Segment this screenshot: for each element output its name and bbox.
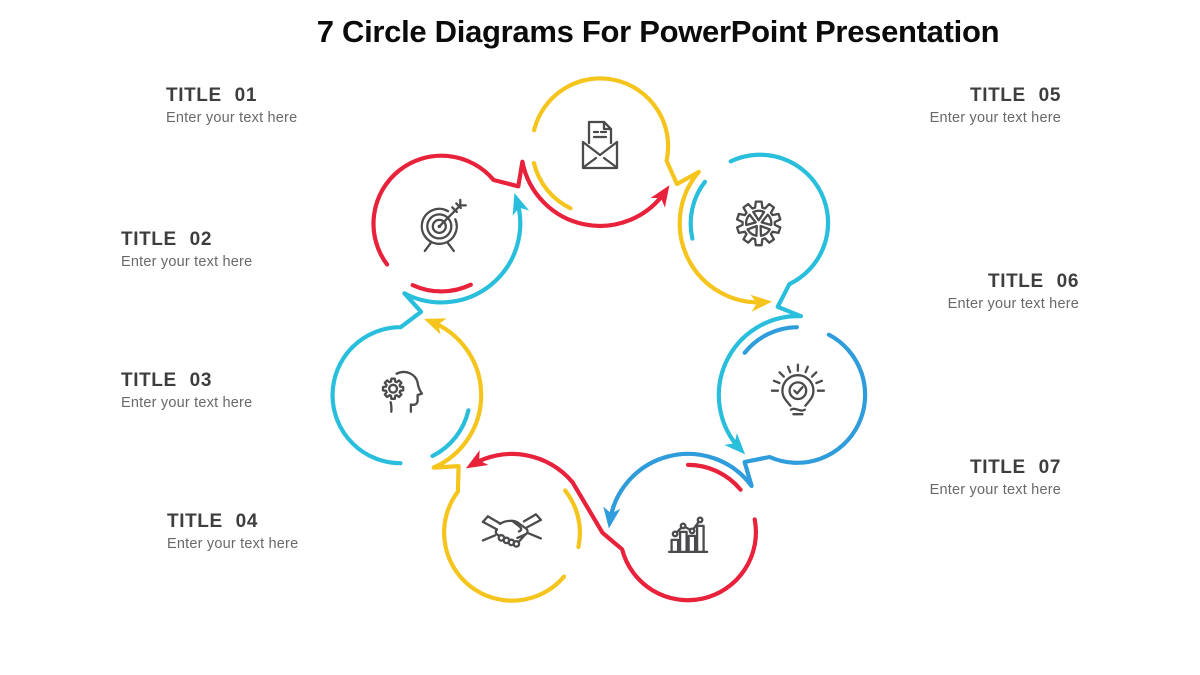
- label-title-01-placeholder: Enter your text here: [166, 109, 298, 126]
- circle-left-arc: [430, 408, 471, 459]
- connector-top-right-to-right[interactable]: [716, 152, 831, 455]
- circle-bottom-right-arc: [686, 462, 743, 492]
- label-title-06-placeholder: Enter your text here: [947, 295, 1079, 312]
- connector-bottom-to-left[interactable]: [423, 318, 567, 603]
- connector-top-left-to-top[interactable]: [371, 153, 670, 267]
- label-title-02-placeholder: Enter your text here: [121, 253, 253, 270]
- label-title-01-heading: TITLE 01: [166, 85, 257, 106]
- label-title-03[interactable]: TITLE 03 Enter your text here: [121, 370, 253, 412]
- label-title-01[interactable]: TITLE 01 Enter your text here: [166, 85, 298, 127]
- label-title-07-heading: TITLE 07: [970, 457, 1061, 478]
- label-title-05-heading: TITLE 05: [970, 85, 1061, 106]
- label-title-07[interactable]: TITLE 07 Enter your text here: [929, 457, 1061, 499]
- circle-right-arc: [742, 325, 799, 355]
- circle-bottom[interactable]: [423, 318, 582, 603]
- handshake-icon: [481, 513, 543, 548]
- label-title-07-placeholder: Enter your text here: [929, 481, 1061, 498]
- circle-bottom-arc: [563, 488, 582, 550]
- label-title-02[interactable]: TITLE 02 Enter your text here: [121, 229, 253, 271]
- circle-left[interactable]: [330, 193, 530, 466]
- circle-bottom-right[interactable]: [465, 450, 759, 603]
- bar-chart-icon: [667, 516, 709, 554]
- label-title-04-heading: TITLE 04: [167, 511, 258, 532]
- label-title-04-placeholder: Enter your text here: [167, 535, 299, 552]
- target-arrow-icon: [420, 198, 467, 253]
- label-title-06[interactable]: TITLE 06 Enter your text here: [947, 271, 1079, 313]
- label-title-05[interactable]: TITLE 05 Enter your text here: [929, 85, 1061, 127]
- connector-top-to-top-right[interactable]: [532, 76, 773, 312]
- circle-right[interactable]: [603, 325, 868, 529]
- circle-top-right[interactable]: [688, 152, 831, 455]
- open-envelope-icon: [581, 120, 619, 170]
- label-title-03-placeholder: Enter your text here: [121, 394, 253, 411]
- circle-top-arc: [531, 161, 573, 211]
- label-title-03-heading: TITLE 03: [121, 370, 212, 391]
- connector-bottom-right-to-bottom[interactable]: [465, 450, 759, 603]
- lightbulb-check-icon: [770, 363, 826, 416]
- label-title-05-placeholder: Enter your text here: [929, 109, 1061, 126]
- label-title-02-heading: TITLE 02: [121, 229, 212, 250]
- slide-title[interactable]: 7 Circle Diagrams For PowerPoint Present…: [316, 14, 1000, 49]
- circle-top-right-arc: [688, 179, 707, 241]
- connector-left-to-top-left[interactable]: [330, 193, 530, 466]
- circle-top-left-arc: [410, 282, 473, 294]
- label-title-04[interactable]: TITLE 04 Enter your text here: [167, 511, 299, 553]
- head-gear-icon: [381, 370, 424, 413]
- circle-top[interactable]: [531, 76, 773, 312]
- gear-icon: [735, 200, 782, 247]
- connector-right-to-bottom-right[interactable]: [603, 332, 868, 529]
- label-title-06-heading: TITLE 06: [988, 271, 1079, 292]
- circle-top-left[interactable]: [371, 153, 670, 294]
